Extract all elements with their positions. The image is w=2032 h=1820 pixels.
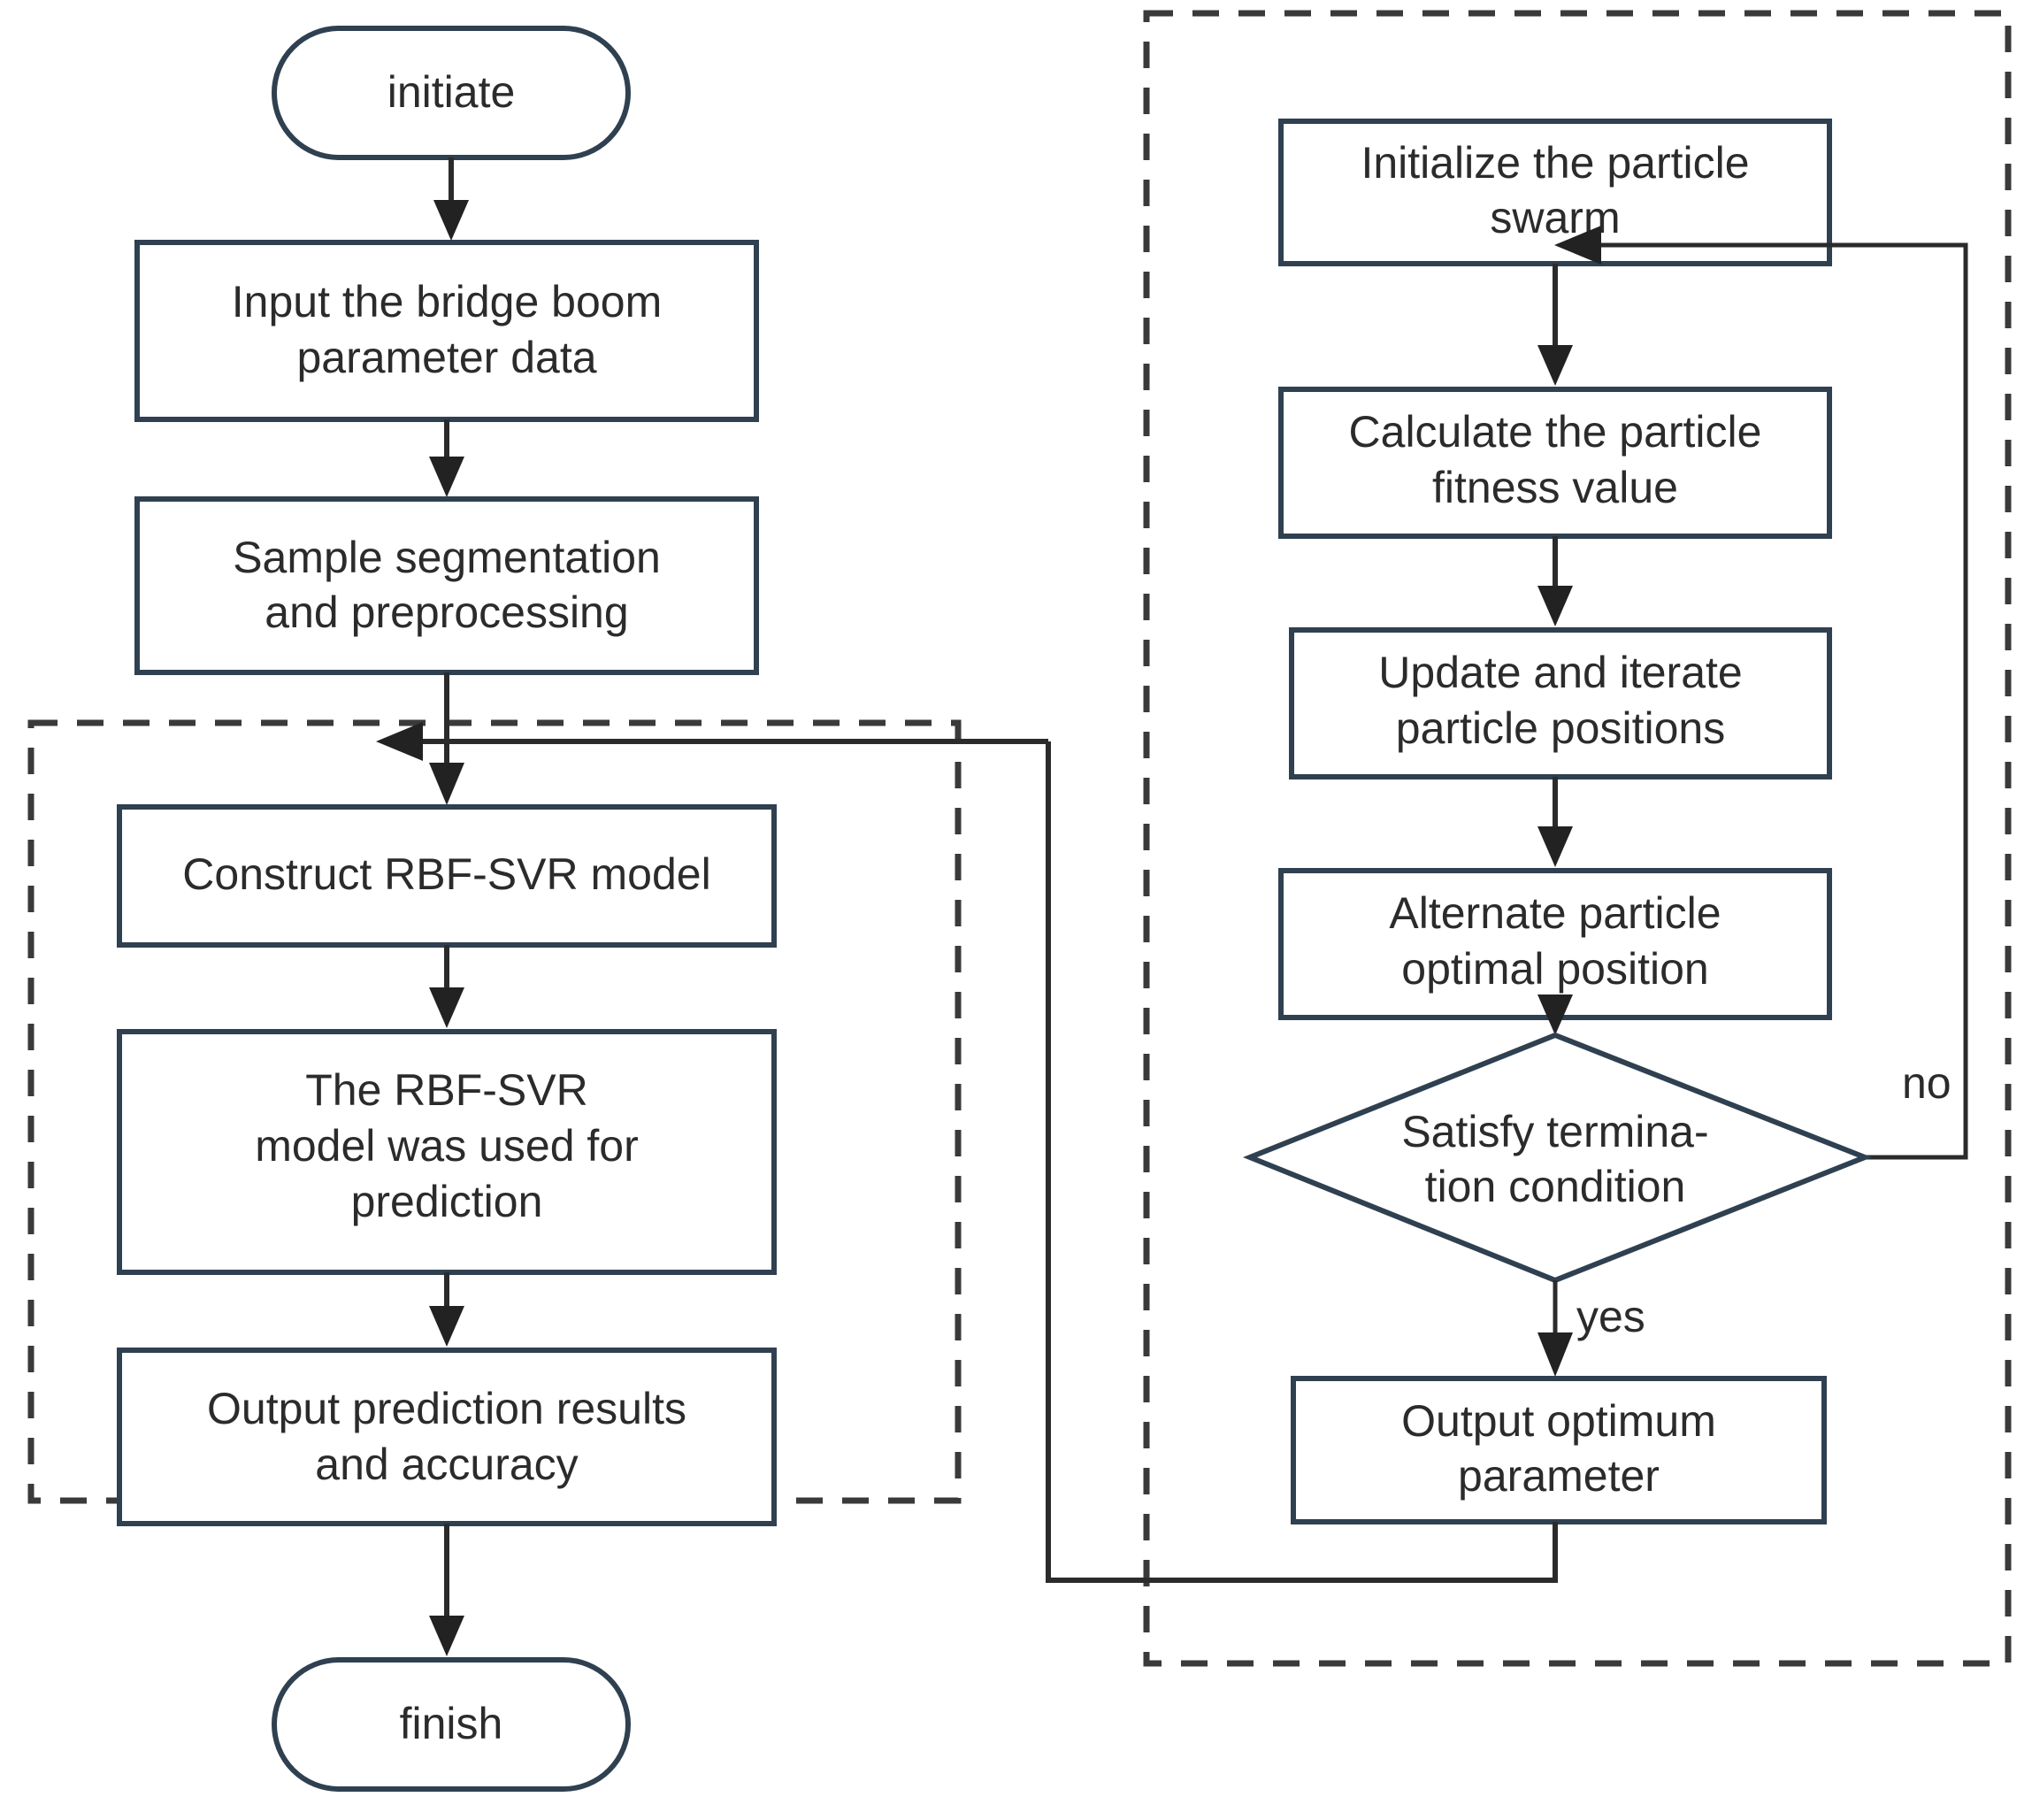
node-init-swarm[interactable] [1278,119,1832,266]
arrowhead-initiate-to-input [433,200,469,241]
arrowhead-pso-feedback [376,722,423,761]
node-update-positions[interactable] [1289,627,1832,779]
node-sample-segmentation-line2: and preprocessing [265,587,628,637]
arrowhead-sample-to-construct [429,763,464,805]
edge-no-feedback-loop [1576,242,1968,1160]
node-predict-line3: prediction [351,1177,543,1226]
node-predict-line1: The RBF-SVR [305,1065,588,1115]
node-output-results[interactable] [117,1348,777,1526]
node-alternate-optimal[interactable] [1278,868,1832,1020]
node-calc-fitness-line2: fitness value [1432,463,1678,512]
node-input-data[interactable] [134,240,759,422]
arrowhead-init-to-calc [1537,345,1573,386]
node-alternate-optimal-line1: Alternate particle [1389,888,1721,938]
node-output-results-line2: and accuracy [315,1440,578,1489]
arrowhead-output-to-finish [429,1616,464,1656]
edge-label-yes: yes [1576,1292,1645,1341]
node-calc-fitness[interactable] [1278,387,1832,539]
node-input-data-line2: parameter data [296,333,596,382]
node-construct-model-label: Construct RBF-SVR model [182,849,710,899]
node-finish-label: finish [400,1699,503,1748]
node-calc-fitness-line1: Calculate the particle [1349,407,1762,457]
arrowhead-predict-to-output [429,1306,464,1347]
arrowhead-no-feedback-loop [1554,226,1601,265]
edge-label-no: no [1902,1058,1951,1108]
node-sample-segmentation-line1: Sample segmentation [233,533,661,582]
node-alternate-optimal-line2: optimal position [1401,944,1708,994]
node-output-optimum-line2: parameter [1458,1451,1660,1501]
arrowhead-construct-to-predict [429,987,464,1028]
node-output-optimum[interactable] [1291,1376,1827,1524]
node-finish[interactable] [272,1657,631,1792]
arrowhead-yes-to-output-optimum [1537,1332,1573,1377]
arrowhead-calc-to-update [1537,586,1573,626]
node-update-positions-line2: particle positions [1396,703,1725,753]
node-output-results-line1: Output prediction results [207,1384,686,1433]
node-input-data-line1: Input the bridge boom [232,277,662,326]
node-predict[interactable] [117,1029,777,1275]
node-init-swarm-line1: Initialize the particle [1361,138,1749,188]
node-terminate-check-line1: Satisfy termina- [1401,1107,1708,1156]
node-terminate-check[interactable] [1242,1032,1873,1284]
node-initiate-label: initiate [387,67,516,117]
node-output-optimum-line1: Output optimum [1401,1396,1716,1446]
node-update-positions-line1: Update and iterate [1378,648,1742,697]
node-predict-line2: model was used for [255,1121,639,1171]
node-terminate-check-line2: tion condition [1425,1162,1686,1211]
node-sample-segmentation[interactable] [134,496,759,675]
edge-optimum-to-svr-return [1046,741,1558,1583]
arrowhead-update-to-alternate [1537,826,1573,867]
arrowhead-alternate-to-decision [1537,994,1573,1035]
group-box-pso-module [1143,10,2012,1667]
arrowhead-input-to-sample [429,457,464,497]
